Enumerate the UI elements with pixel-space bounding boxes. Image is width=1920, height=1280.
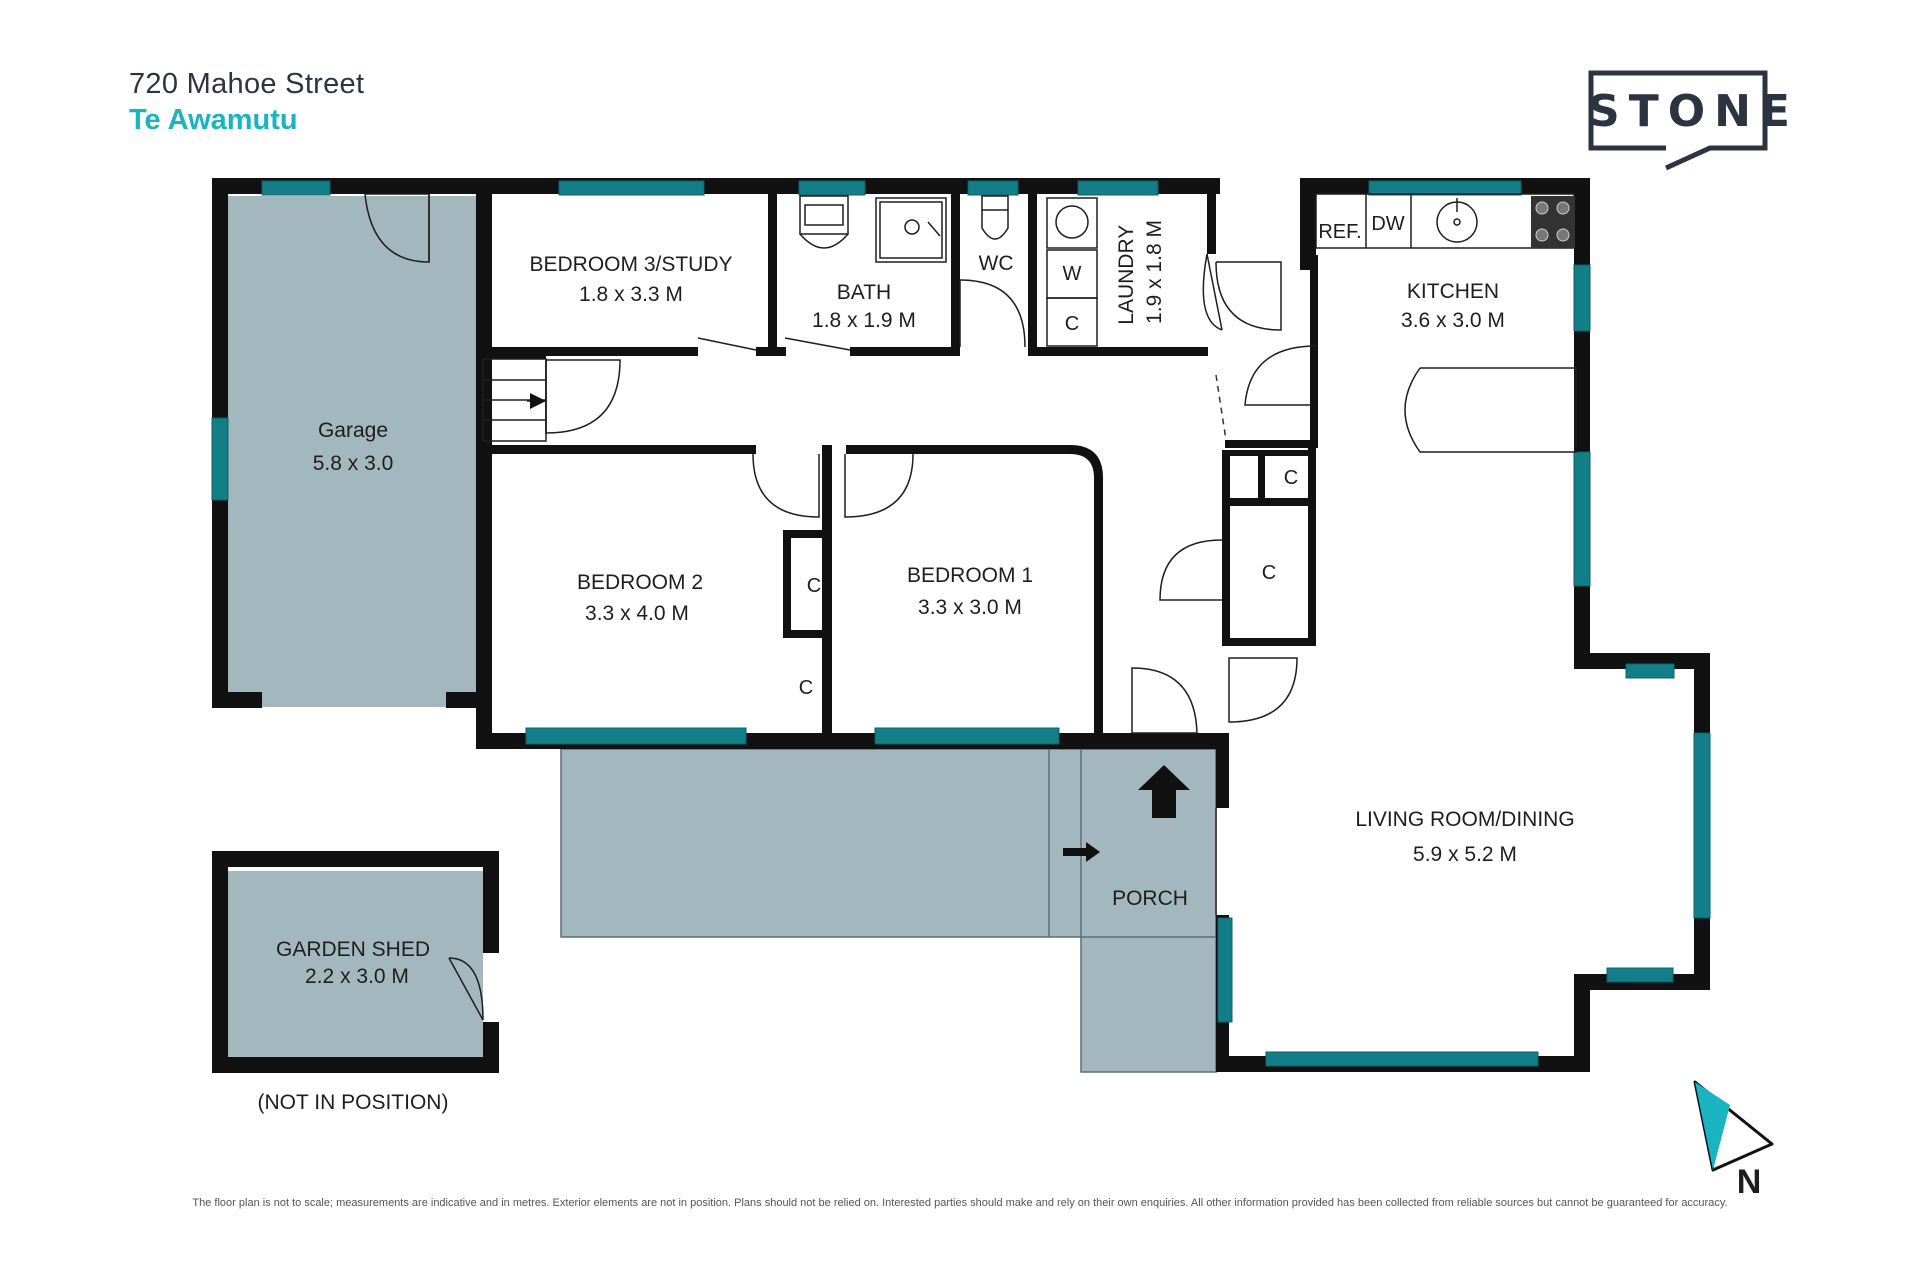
compass: N xyxy=(1693,1080,1774,1201)
bedroom3-name: BEDROOM 3/STUDY xyxy=(529,253,732,276)
windows xyxy=(211,180,1711,1067)
doors xyxy=(364,193,1317,1021)
garage-floor xyxy=(227,196,483,707)
suburb: Te Awamutu xyxy=(129,104,298,136)
porch-name: PORCH xyxy=(1112,887,1188,910)
bedroom2-name: BEDROOM 2 xyxy=(577,571,703,594)
stone-logo: STONE xyxy=(1588,70,1799,172)
garage-size: 5.8 x 3.0 xyxy=(313,452,394,475)
bedroom3-size: 1.8 x 3.3 M xyxy=(579,283,683,306)
fixture-labels: REF. DW W C C C C C xyxy=(799,213,1405,699)
bedroom1-name: BEDROOM 1 xyxy=(907,564,1033,587)
shed-size: 2.2 x 3.0 M xyxy=(305,965,409,988)
laundry-size: 1.9 x 1.8 M xyxy=(1143,220,1166,324)
shed-note: (NOT IN POSITION) xyxy=(258,1091,449,1114)
street-address: 720 Mahoe Street xyxy=(129,68,365,100)
kitchen-size: 3.6 x 3.0 M xyxy=(1401,309,1505,332)
wc-name: WC xyxy=(979,252,1014,275)
address-header: 720 Mahoe Street Te Awamutu xyxy=(129,66,364,138)
room-labels: Garage 5.8 x 3.0 BEDROOM 3/STUDY 1.8 x 3… xyxy=(258,252,1575,1114)
logo-wordmark: STONE xyxy=(1588,86,1799,137)
dishwasher-label: DW xyxy=(1371,213,1404,235)
bedroom1-size: 3.3 x 3.0 M xyxy=(918,596,1022,619)
logo-frame-icon xyxy=(1588,70,1768,171)
entry-arrows xyxy=(1063,765,1190,862)
bath-fixtures xyxy=(799,195,1098,347)
disclaimer: The floor plan is not to scale; measurem… xyxy=(192,1197,1728,1209)
shed-name: GARDEN SHED xyxy=(276,938,430,961)
compass-north-label: N xyxy=(1737,1163,1762,1201)
bath-name: BATH xyxy=(837,281,891,304)
living-name: LIVING ROOM/DINING xyxy=(1355,808,1574,831)
fridge-label: REF. xyxy=(1318,221,1361,243)
patio-deck xyxy=(561,749,1081,937)
garage-name: Garage xyxy=(318,419,388,442)
cupboard-bed2-top: C xyxy=(807,575,821,597)
bath-size: 1.8 x 1.9 M xyxy=(812,309,916,332)
laundry-label: LAUNDRY 1.9 x 1.8 M xyxy=(1115,219,1166,324)
outdoor-areas xyxy=(227,196,1216,1072)
living-size: 5.9 x 5.2 M xyxy=(1413,843,1517,866)
cupboard-bed2-bottom: C xyxy=(799,677,813,699)
bedroom2-size: 3.3 x 4.0 M xyxy=(585,602,689,625)
garden-shed-floor xyxy=(227,871,483,1057)
cupboard-hall-top: C xyxy=(1284,467,1298,489)
laundry-name: LAUNDRY xyxy=(1115,225,1138,325)
kitchen-name: KITCHEN xyxy=(1407,280,1499,303)
cupboard-hall: C xyxy=(1262,562,1276,584)
cupboard-laundry: C xyxy=(1065,313,1079,335)
porch-floor xyxy=(1081,749,1216,1072)
washer-label: W xyxy=(1063,263,1082,285)
